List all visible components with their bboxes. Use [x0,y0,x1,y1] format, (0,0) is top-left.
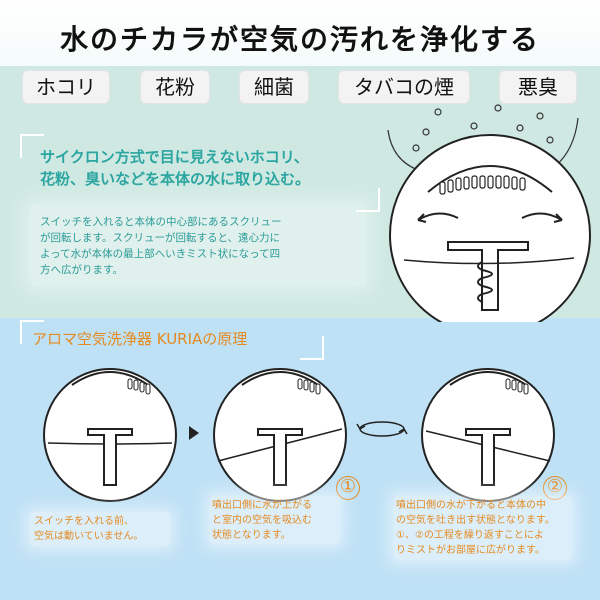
description-line-4: 方へ広がります。 [40,264,123,276]
step-2-note-line-3: ①、②の工程を繰り返すことによ [396,530,544,541]
tag-tobacco-smoke: タバコの煙 [338,70,470,104]
step-1-note: 噴出口側に水が上がる と室内の空気を吸込む 状態となります。 [212,498,352,543]
step-0-note-line-1: スイッチを入れる前、 [34,516,134,527]
step-1-note-line-1: 噴出口側に水が上がる [212,500,312,511]
device-diagram-main [387,104,591,322]
step-2-note-line-1: 噴出口側の水が下がると本体の中 [396,500,546,511]
step-2-note-line-4: りミストがお部屋に広がります。 [396,545,545,556]
device-diagram-step-1 [213,368,347,502]
headline: サイクロン方式で目に見えないホコリ、 花粉、臭いなどを本体の水に取り込む。 [40,146,310,190]
step-2-note-line-2: の空気を吐き出す状態となります。 [396,515,555,526]
headline-line-1: サイクロン方式で目に見えないホコリ、 [40,148,309,166]
principle-bracket-top-left [20,320,44,344]
tag-dust: ホコリ [22,70,110,104]
tag-pollen: 花粉 [140,70,210,104]
principle-bracket-bottom-right [300,336,324,360]
step-1-number: ① [336,476,360,500]
header-background [0,0,600,66]
step-2-number: ② [543,476,567,500]
description: スイッチを入れると本体の中心部にあるスクリュー が回転します。スクリューが回転す… [40,214,370,278]
description-line-2: が回転します。スクリューが回転すると、遠心力に [40,232,281,244]
step-2-note-box [394,496,572,560]
step-0-note-line-2: 空気は動いていません。 [34,531,144,542]
headline-line-2: 花粉、臭いなどを本体の水に取り込む。 [40,170,311,188]
principle-title: アロマ空気洗浄器 KURIAの原理 [32,330,248,348]
cycle-arrows-icon [356,421,408,437]
tag-bad-odor: 悪臭 [499,70,577,104]
step-1-note-box [210,496,340,544]
step-2-note: 噴出口側の水が下がると本体の中 の空気を吐き出す状態となります。 ①、②の工程を… [396,498,586,558]
page-title: 水のチカラが空気の汚れを浄化する [59,23,540,56]
tag-bacteria: 細菌 [239,70,309,104]
description-line-1: スイッチを入れると本体の中心部にあるスクリュー [40,216,282,228]
step-0-note: スイッチを入れる前、 空気は動いていません。 [34,514,184,544]
bracket-bottom-right [356,188,380,212]
step-1-note-line-2: と室内の空気を吸込む [212,515,312,526]
device-diagram-step-0 [43,368,177,502]
description-line-3: よって水が本体の最上部へいきミスト状になって四 [40,248,281,260]
step-0-note-box [30,512,170,546]
arrow-right-icon [189,426,199,440]
description-box [30,204,366,286]
device-diagram-step-2 [421,368,555,502]
step-1-note-line-3: 状態となります。 [212,530,291,541]
bracket-top-left [20,134,44,158]
